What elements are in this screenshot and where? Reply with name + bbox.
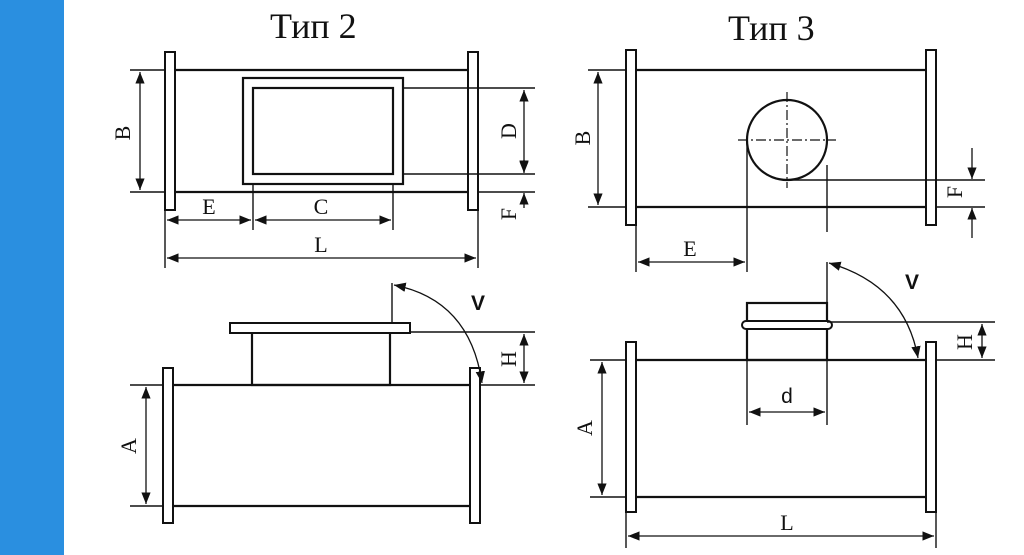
- type3-outlet-nipple-ring: [741, 320, 833, 330]
- type3-label-d-small: d: [781, 385, 793, 408]
- type2-front-left-flange: [162, 367, 174, 524]
- type2-outlet-flange: [229, 322, 411, 334]
- type3-label-v: V: [905, 271, 919, 294]
- type2-label-d: D: [496, 123, 521, 139]
- type3-top-left-flange: [625, 49, 637, 226]
- type3-front-view: V H A d L: [572, 261, 995, 548]
- type2-top-right-flange: [467, 51, 479, 211]
- type3-drawing: Тип 3 B F E: [570, 8, 995, 548]
- type3-label-f: F: [942, 186, 967, 198]
- type2-front-right-flange: [469, 367, 481, 524]
- type3-top-view: B F E: [570, 49, 985, 272]
- type3-top-right-flange: [925, 49, 937, 226]
- type2-top-left-flange: [164, 51, 176, 211]
- type2-label-b: B: [110, 126, 135, 141]
- type2-front-view: V H A: [116, 282, 535, 524]
- type3-round-outlet-body: [745, 301, 829, 362]
- type2-label-e: E: [202, 194, 215, 219]
- type3-label-l: L: [780, 510, 793, 535]
- type3-label-b: B: [570, 131, 595, 146]
- type2-label-v: V: [471, 292, 485, 315]
- type2-rect-outlet-outer: [241, 76, 405, 186]
- type3-front-left-flange: [625, 341, 637, 513]
- type2-drawing: Тип 2 B D F: [110, 6, 535, 524]
- type2-rect-outlet-inner: [251, 86, 395, 176]
- type2-outlet-body: [250, 330, 392, 387]
- type2-top-view: B D F E C L: [110, 51, 535, 268]
- type3-front-right-flange: [925, 341, 937, 513]
- type2-label-c: C: [314, 194, 329, 219]
- type3-label-a: A: [572, 420, 597, 436]
- type3-label-e: E: [683, 236, 696, 261]
- type3-title: Тип 3: [728, 8, 815, 48]
- type2-label-a: A: [116, 438, 141, 454]
- type2-title: Тип 2: [270, 6, 357, 46]
- type2-label-f: F: [496, 208, 521, 220]
- type3-label-h: H: [952, 334, 977, 350]
- left-accent-stripe: [0, 0, 64, 555]
- type2-label-l: L: [314, 232, 327, 257]
- type2-label-h: H: [496, 351, 521, 367]
